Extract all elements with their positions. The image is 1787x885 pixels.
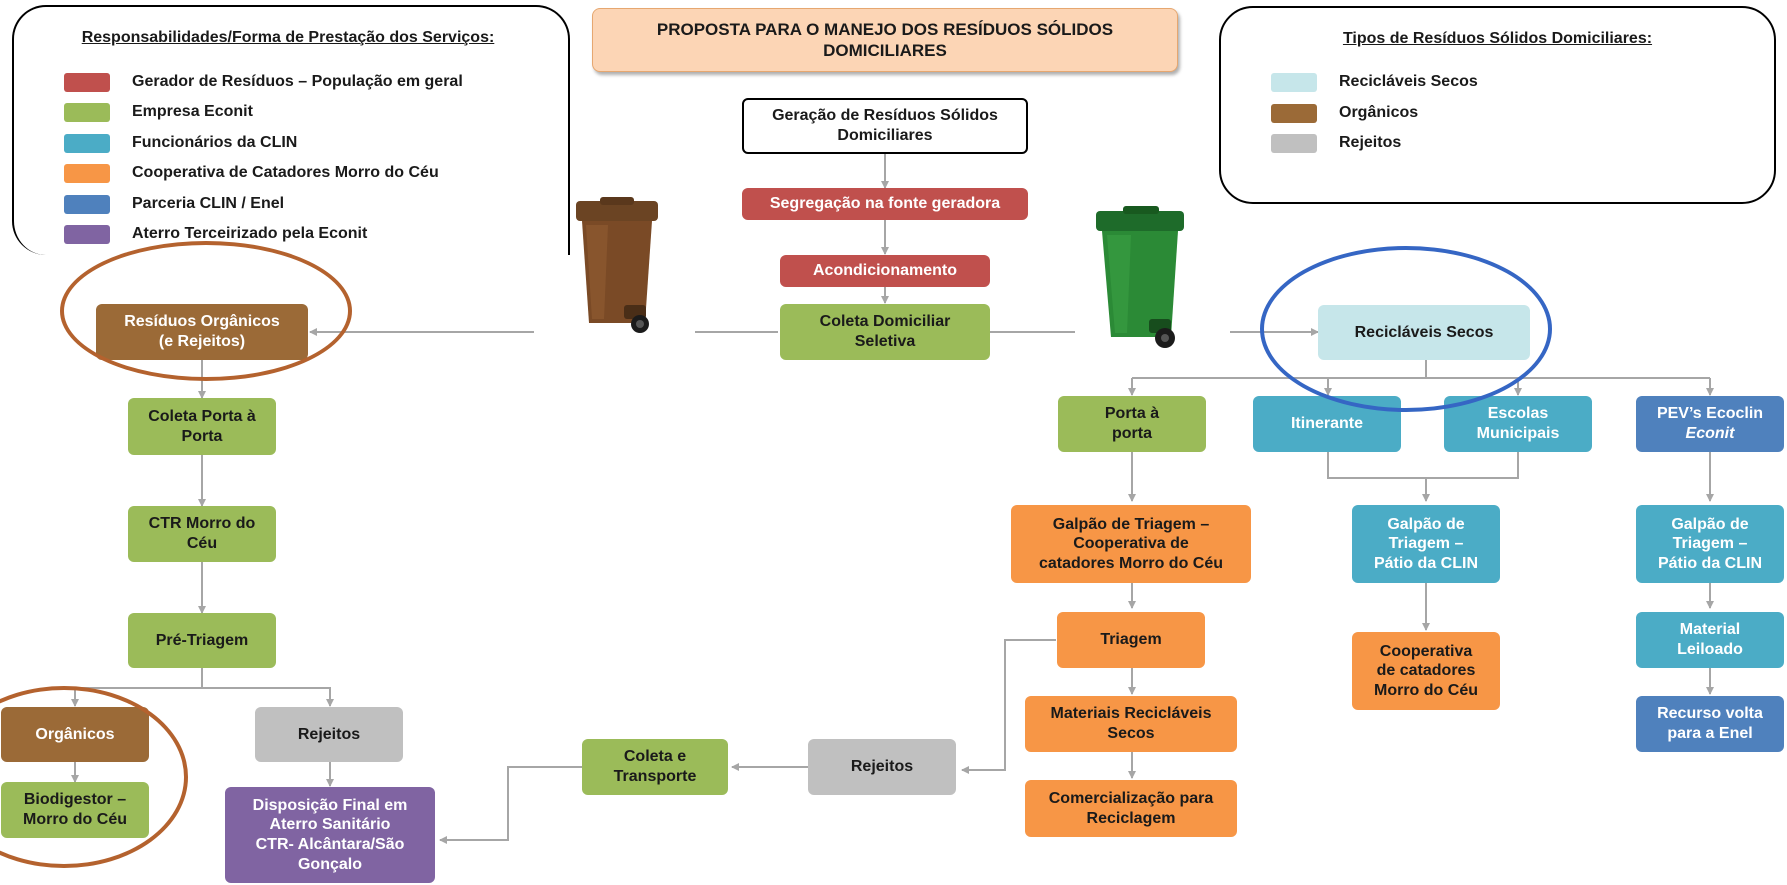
- recyclable-bin-icon: [1096, 206, 1184, 348]
- legend-label: Cooperativa de Catadores Morro do Céu: [132, 164, 439, 181]
- legend-swatch: [64, 224, 110, 244]
- legend-label: Empresa Econit: [132, 103, 253, 120]
- organic-bin-icon: [576, 197, 658, 333]
- node-rejeitos-org: Rejeitos: [255, 707, 403, 762]
- legend-item-clin: Funcionários da CLIN: [64, 132, 297, 154]
- highlight-ellipse-reciclaveis: [1260, 246, 1552, 412]
- node-comercializacao: Comercialização para Reciclagem: [1025, 780, 1237, 837]
- node-rejeitos-mid: Rejeitos: [808, 739, 956, 795]
- node-ctr: CTR Morro do Céu: [128, 506, 276, 562]
- legend-tipos-title: Tipos de Resíduos Sólidos Domiciliares:: [1342, 30, 1653, 47]
- node-porta-a-porta: Porta à porta: [1058, 396, 1206, 452]
- legend-item-cooperativa: Cooperativa de Catadores Morro do Céu: [64, 162, 439, 184]
- legend-item-rejeitos: Rejeitos: [1271, 132, 1401, 154]
- legend-item-aterro: Aterro Terceirizado pela Econit: [64, 223, 367, 245]
- node-materiais: Materiais Recicláveis Secos: [1025, 696, 1237, 752]
- node-segregacao: Segregação na fonte geradora: [742, 188, 1028, 220]
- legend-swatch: [1271, 103, 1317, 123]
- node-pev: PEV’s Ecoclin Econit: [1636, 396, 1784, 452]
- node-cooperativa: Cooperativa de catadores Morro do Céu: [1352, 632, 1500, 710]
- legend-label: Aterro Terceirizado pela Econit: [132, 225, 368, 242]
- highlight-ellipse-residuos-organicos: [60, 241, 352, 381]
- arrow-coleta-disposicao: [439, 766, 582, 844]
- legend-item-gerador: Gerador de Resíduos – População em geral: [64, 71, 463, 93]
- arrow-triagem-rejeitos: [961, 639, 1056, 774]
- legend-label: Gerador de Resíduos – População em geral: [132, 73, 463, 90]
- node-escolas: Escolas Municipais: [1444, 396, 1592, 452]
- legend-label: Recicláveis Secos: [1339, 73, 1478, 90]
- legend-responsabilidades: Responsabilidades/Forma de Prestação dos…: [12, 5, 570, 255]
- node-recurso: Recurso volta para a Enel: [1636, 696, 1784, 752]
- legend-label: Orgânicos: [1339, 104, 1419, 121]
- legend-swatch: [64, 102, 110, 122]
- legend-item-organicos: Orgânicos: [1271, 102, 1418, 124]
- legend-swatch: [1271, 72, 1317, 92]
- legend-responsabilidades-title: Responsabilidades/Forma de Prestação dos…: [81, 29, 495, 46]
- page-title: PROPOSTA PARA O MANEJO DOS RESÍDUOS SÓLI…: [592, 8, 1178, 72]
- node-galpao-clin-2: Galpão de Triagem – Pátio da CLIN: [1636, 505, 1784, 583]
- node-acondicionamento: Acondicionamento: [780, 255, 990, 287]
- node-coleta-seletiva: Coleta Domiciliar Seletiva: [780, 304, 990, 360]
- legend-item-econit: Empresa Econit: [64, 101, 253, 123]
- legend-label: Rejeitos: [1339, 134, 1402, 151]
- node-galpao-coop: Galpão de Triagem – Cooperativa de catad…: [1011, 505, 1251, 583]
- node-geracao: Geração de Resíduos Sólidos Domiciliares: [742, 98, 1028, 154]
- legend-item-enel: Parceria CLIN / Enel: [64, 193, 284, 215]
- legend-swatch: [64, 163, 110, 183]
- node-pre-triagem: Pré-Triagem: [128, 613, 276, 668]
- node-galpao-clin-1: Galpão de Triagem – Pátio da CLIN: [1352, 505, 1500, 583]
- node-triagem: Triagem: [1057, 612, 1205, 668]
- node-coleta-porta: Coleta Porta à Porta: [128, 398, 276, 455]
- legend-swatch: [64, 72, 110, 92]
- legend-label: Funcionários da CLIN: [132, 134, 298, 151]
- line-join-itin-escolas: [1327, 452, 1519, 479]
- legend-swatch: [1271, 133, 1317, 153]
- node-disposicao: Disposição Final em Aterro Sanitário CTR…: [225, 787, 435, 883]
- node-pev-title: PEV’s Ecoclin: [1656, 405, 1764, 423]
- node-coleta-transporte: Coleta e Transporte: [582, 739, 728, 795]
- node-material-leiloado: Material Leiloado: [1636, 612, 1784, 668]
- legend-swatch: [64, 194, 110, 214]
- legend-swatch: [64, 133, 110, 153]
- arrow-pre-rejeitos: [202, 687, 334, 707]
- legend-tipos: Tipos de Resíduos Sólidos Domiciliares: …: [1219, 6, 1776, 204]
- node-pev-sub: Econit: [1685, 425, 1735, 442]
- legend-item-reciclaveis: Recicláveis Secos: [1271, 71, 1478, 93]
- legend-label: Parceria CLIN / Enel: [132, 195, 285, 212]
